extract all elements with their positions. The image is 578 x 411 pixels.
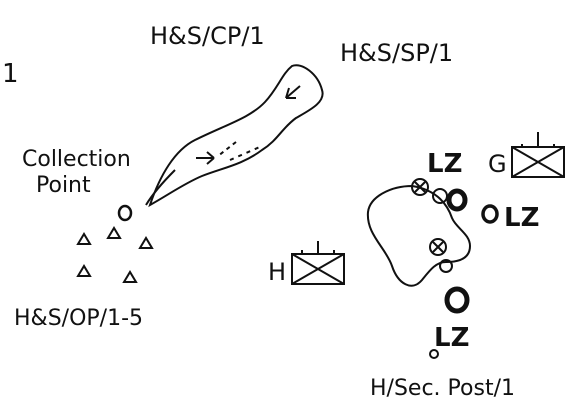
route-arrow-1 bbox=[285, 85, 301, 99]
triangle-icon bbox=[76, 232, 92, 245]
triangle-icon bbox=[76, 264, 92, 277]
unit-h-infantry-symbol bbox=[291, 241, 345, 285]
unit-g-infantry-symbol bbox=[511, 132, 565, 178]
sp-label: H&S/SP/1 bbox=[340, 39, 453, 67]
route-arrow-3 bbox=[196, 151, 215, 165]
op-label: H&S/OP/1-5 bbox=[14, 306, 143, 331]
op-triangles bbox=[76, 226, 154, 283]
lz-bottom-label: LZ bbox=[434, 323, 469, 353]
route-tail bbox=[145, 169, 176, 206]
unit-h-label: H bbox=[268, 258, 286, 286]
lz-top-label: LZ bbox=[427, 149, 462, 179]
sensor-circled-x-icon-1 bbox=[411, 178, 429, 196]
triangle-icon bbox=[106, 226, 122, 239]
collection-label-line2: Point bbox=[36, 173, 91, 198]
small-circle-icon bbox=[432, 188, 448, 204]
sec-post-circle-icon bbox=[429, 349, 439, 359]
lz-top-circle-icon bbox=[446, 188, 468, 212]
edge-mark: 1 bbox=[2, 59, 19, 89]
sec-post-label: H/Sec. Post/1 bbox=[370, 376, 515, 401]
lz-right-circle-icon bbox=[481, 204, 499, 224]
collection-point-circle-icon bbox=[117, 204, 133, 222]
sensor-circled-x-icon-2 bbox=[429, 238, 447, 256]
unit-g-label: G bbox=[488, 150, 507, 178]
route-dash-1 bbox=[229, 145, 263, 161]
lz-bottom-circle-icon bbox=[444, 286, 470, 314]
collection-label-line1: Collection bbox=[22, 147, 131, 172]
arrowhead-1 bbox=[285, 87, 296, 99]
route-corridor bbox=[148, 64, 324, 208]
triangle-icon bbox=[138, 236, 154, 249]
triangle-icon bbox=[122, 270, 138, 283]
lz-right-label: LZ bbox=[504, 203, 539, 233]
perimeter-loop bbox=[366, 184, 472, 287]
cp-label: H&S/CP/1 bbox=[150, 22, 265, 50]
route-arrow-2 bbox=[217, 141, 237, 157]
small-circle-icon bbox=[439, 259, 453, 273]
